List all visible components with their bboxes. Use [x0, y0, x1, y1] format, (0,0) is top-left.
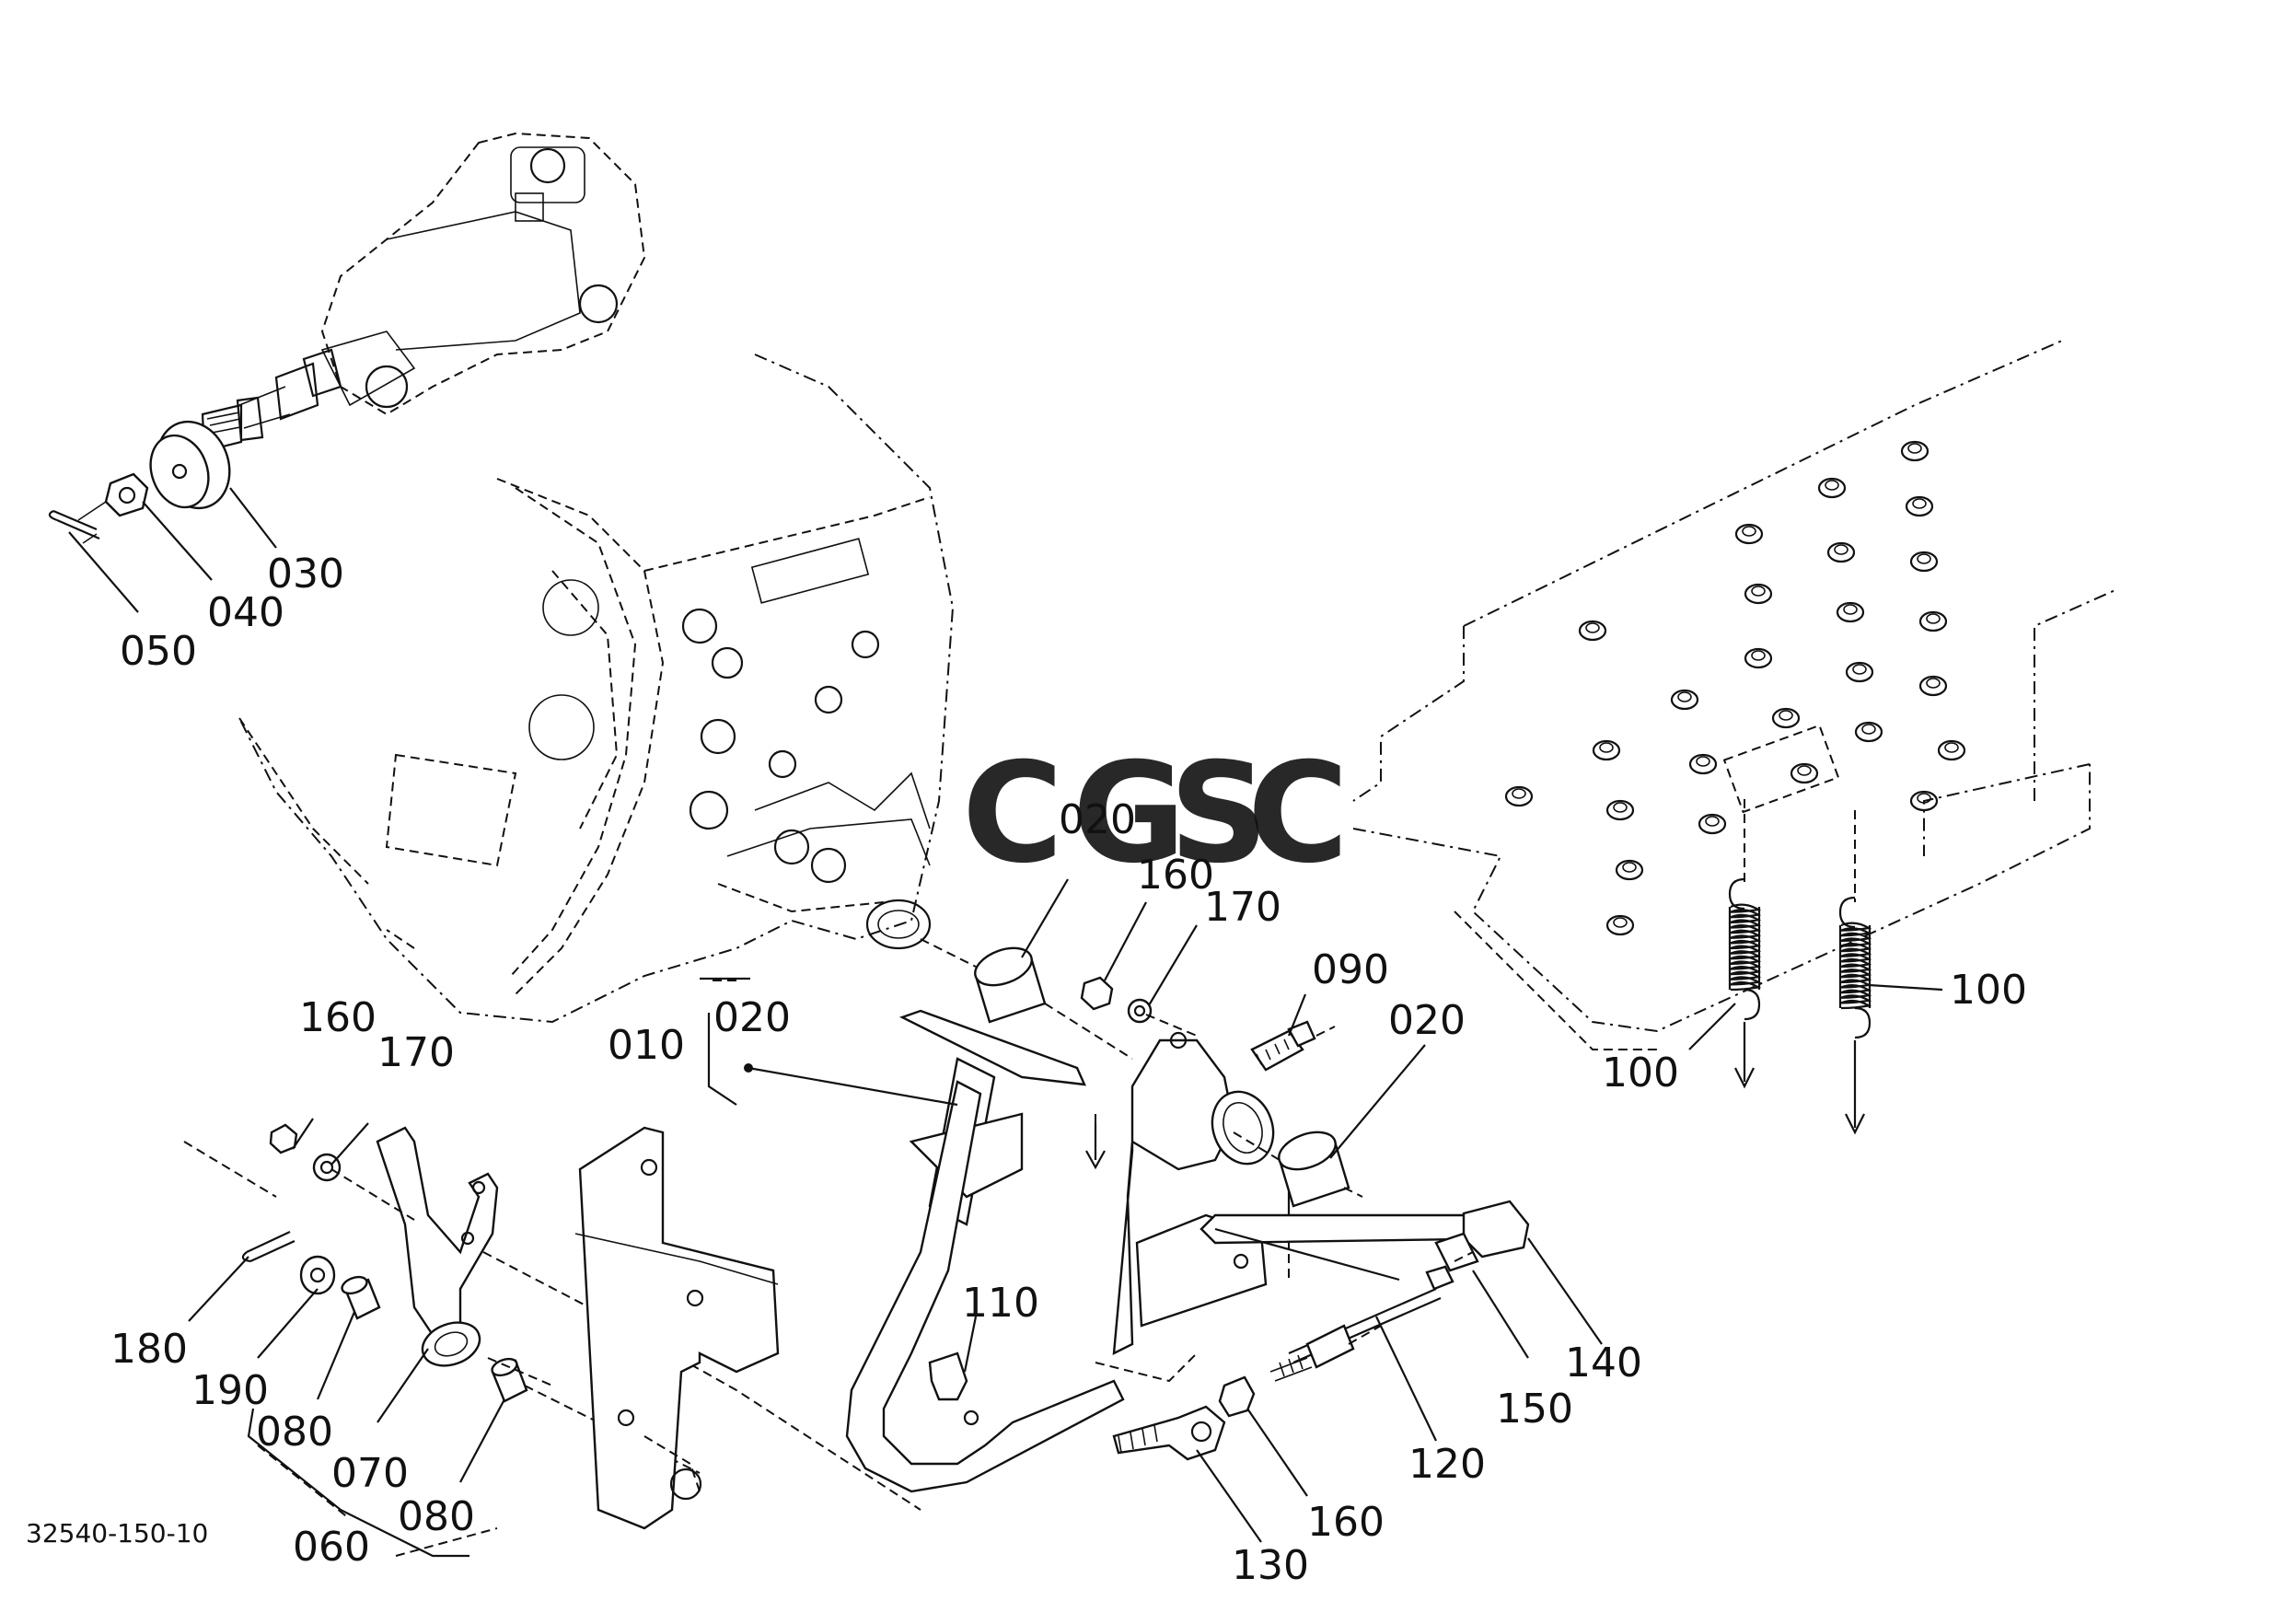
floor-stud	[1734, 523, 1764, 545]
callout-160-mid: 160	[1137, 852, 1214, 899]
callout-130: 130	[1232, 1542, 1309, 1589]
callout-190: 190	[191, 1367, 269, 1414]
floor-stud	[1918, 610, 1948, 632]
floor-stud	[1605, 914, 1635, 936]
floor-stud	[1826, 541, 1856, 563]
callout-120: 120	[1408, 1441, 1486, 1488]
callout-140: 140	[1565, 1340, 1642, 1386]
floor-stud	[1905, 495, 1934, 517]
callout-160-left: 160	[299, 994, 377, 1041]
rod-assembly	[1112, 1200, 1530, 1461]
callout-150: 150	[1496, 1386, 1573, 1433]
return-spring	[1838, 896, 1872, 1039]
floor-plate-studs	[1504, 440, 1966, 936]
pump-linkage-parts	[48, 420, 231, 544]
figure-number: 32540-150-10	[26, 1518, 208, 1549]
leader-lines	[68, 487, 1943, 1558]
floor-stud	[1688, 753, 1718, 775]
transmission-housing-drawing	[238, 354, 955, 1024]
floor-stud	[1698, 813, 1727, 835]
callout-180: 180	[110, 1326, 188, 1373]
floor-stud	[1578, 620, 1607, 642]
callout-100-right: 100	[1950, 967, 2027, 1014]
floor-stud	[1670, 689, 1699, 711]
watermark-letter-c1: C	[962, 734, 1063, 894]
callout-080-upper: 080	[256, 1409, 333, 1456]
floor-stud	[1909, 790, 1939, 812]
callout-labels: 030 040 050 020 160 170 090 020 010 020 …	[26, 551, 2027, 1589]
callout-100-left: 100	[1602, 1050, 1679, 1096]
callout-170-mid: 170	[1204, 884, 1281, 931]
floor-stud	[1900, 440, 1930, 462]
callout-170-left: 170	[377, 1029, 455, 1076]
callout-110: 110	[962, 1280, 1039, 1327]
floor-stud	[1504, 785, 1534, 807]
callout-020-lower: 020	[713, 994, 791, 1041]
floor-stud	[1605, 799, 1635, 821]
pedal-bracket	[574, 1126, 780, 1530]
callout-070: 070	[331, 1450, 409, 1497]
callout-020-watermark: 020	[1059, 796, 1136, 843]
callout-020-right: 020	[1388, 997, 1466, 1044]
callout-080-lower: 080	[398, 1493, 475, 1540]
floor-stud	[1592, 739, 1621, 761]
floor-stud	[1744, 647, 1773, 669]
floor-stud	[1771, 707, 1801, 729]
watermark-letter-g: G	[1072, 734, 1186, 894]
callout-030: 030	[267, 551, 344, 597]
floor-stud	[1615, 859, 1644, 881]
callout-050: 050	[120, 628, 197, 675]
cgsc-watermark: C G S C	[962, 734, 1349, 894]
mid-fasteners	[1080, 976, 1336, 1072]
floor-stud	[1817, 477, 1847, 499]
injection-pump-drawing	[201, 132, 646, 453]
callout-010: 010	[608, 1022, 685, 1069]
callout-040: 040	[207, 589, 284, 636]
floor-stud	[1937, 739, 1966, 761]
floor-stud	[1918, 675, 1948, 697]
floor-stud	[1790, 762, 1819, 784]
floor-stud	[1845, 661, 1874, 683]
watermark-letter-s: S	[1169, 734, 1269, 894]
floor-stud	[1854, 721, 1883, 743]
callout-060: 060	[293, 1524, 370, 1571]
floor-plate-drawing	[1352, 340, 2118, 1050]
callout-090: 090	[1312, 946, 1389, 993]
watermark-letter-c2: C	[1247, 734, 1349, 894]
floor-stud	[1836, 601, 1865, 623]
lever-assembly	[183, 1123, 921, 1511]
callout-160-bottom: 160	[1307, 1499, 1385, 1546]
return-springs	[1728, 799, 1872, 1135]
floor-stud	[1909, 551, 1939, 573]
return-spring	[1728, 877, 1762, 1021]
floor-stud	[1744, 583, 1773, 605]
pedal-drawing	[845, 1009, 1299, 1493]
